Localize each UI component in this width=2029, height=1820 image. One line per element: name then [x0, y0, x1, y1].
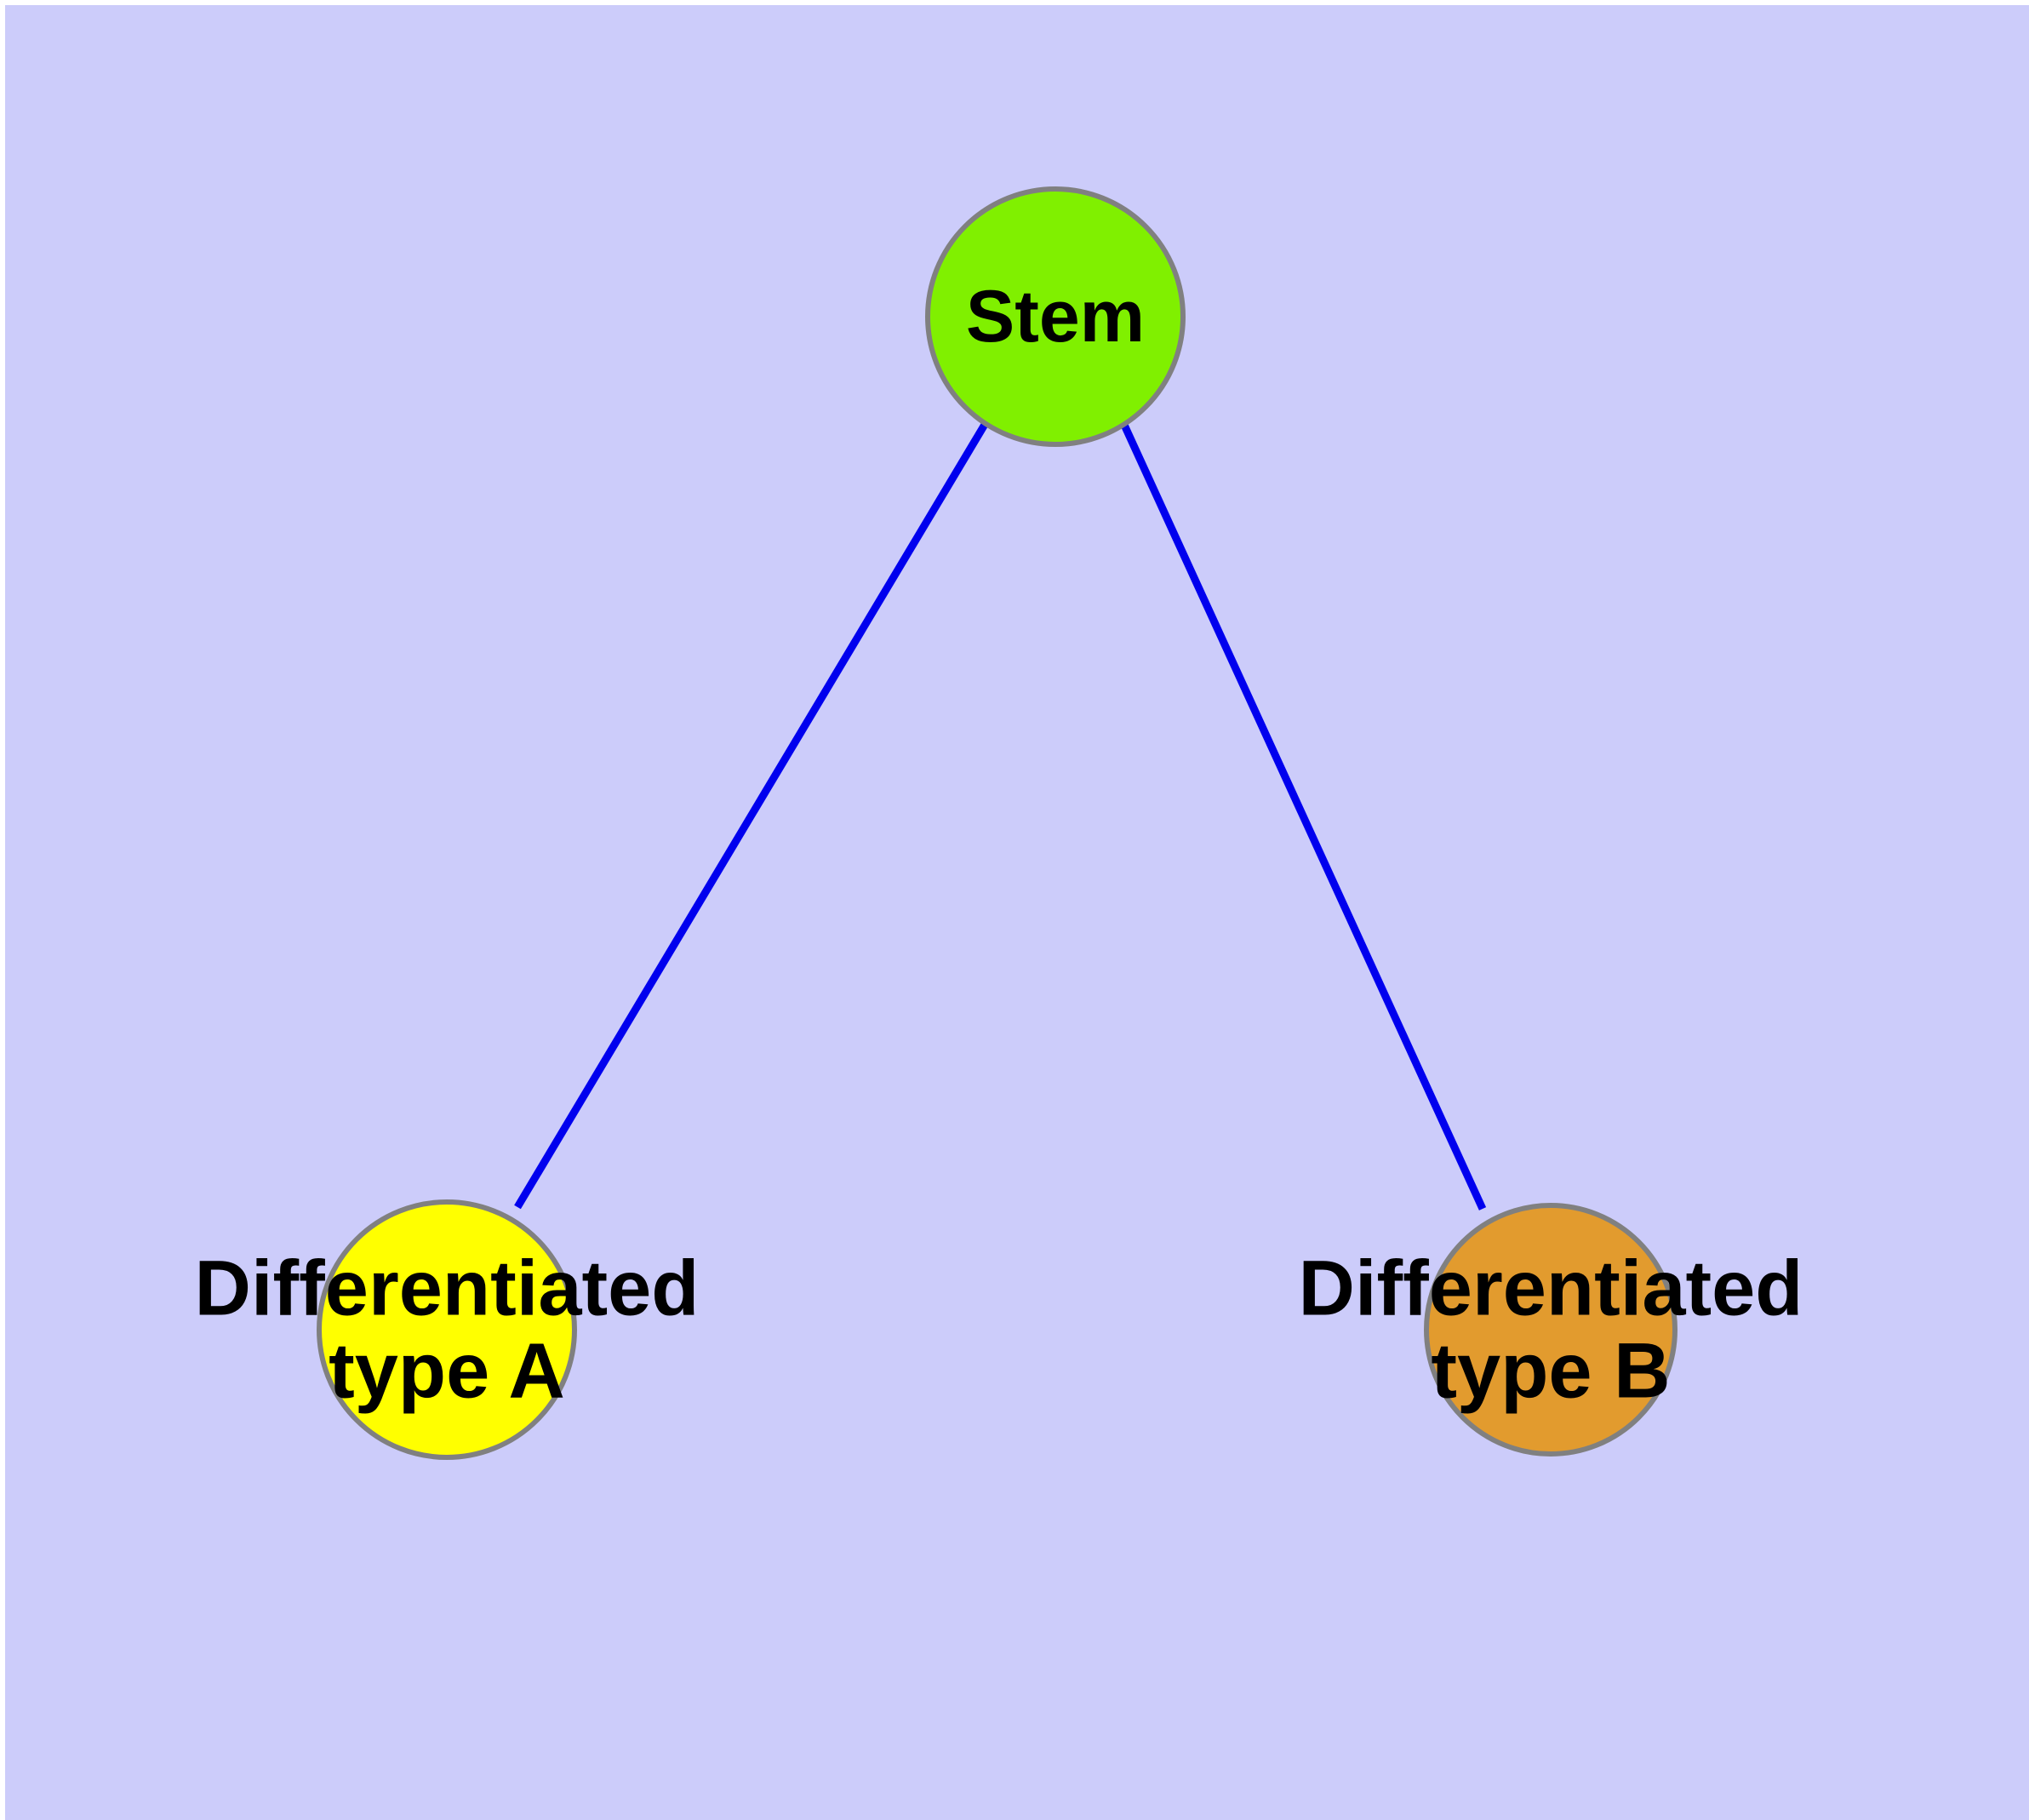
edge-layer: [514, 421, 1487, 1210]
edge-stem-to-differentiated-type-a[interactable]: [514, 421, 989, 1210]
node-layer: [317, 186, 1677, 1460]
edge-stem-to-differentiated-type-b[interactable]: [1119, 421, 1487, 1210]
node-differentiated-type-b[interactable]: [1424, 1203, 1677, 1457]
node-stem[interactable]: [925, 186, 1186, 447]
node-differentiated-type-a[interactable]: [317, 1199, 577, 1460]
